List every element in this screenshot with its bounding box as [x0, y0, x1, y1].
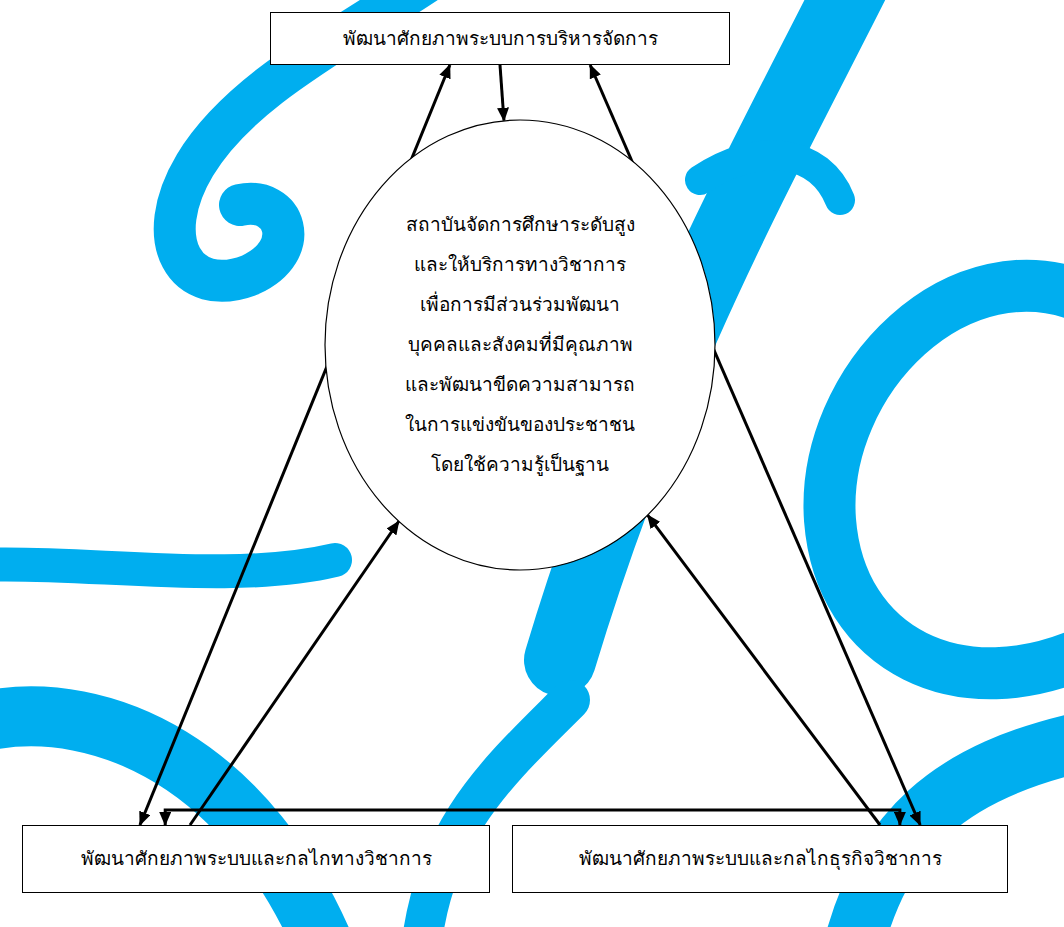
process-box: พัฒนาศักยภาพระบบการบริหารจัดการ: [270, 12, 730, 65]
text-line: และพัฒนาขีดความสามารถ: [405, 365, 635, 405]
connector-arrow: [165, 810, 900, 825]
text-line: และให้บริการทางวิชาการ: [405, 245, 635, 285]
text-line: สถาบันจัดการศึกษาระดับสูง: [405, 205, 635, 245]
text-line: บุคคลและสังคมที่มีคุณภาพ: [405, 325, 635, 365]
core-ellipse: สถาบันจัดการศึกษาระดับสูง และให้บริการทา…: [325, 120, 715, 570]
ellipse-shape: [325, 120, 715, 570]
watermark-swirl: [700, 155, 840, 200]
connector-arrow: [500, 65, 504, 121]
process-box: พัฒนาศักยภาพระบบและกลไกธุรกิจวิชาการ: [512, 825, 1008, 893]
connector-arrow: [648, 515, 880, 825]
text-line: ในการแข่งขันของประชาชน: [405, 405, 635, 445]
box-label: พัฒนาศักยภาพระบบการบริหารจัดการ: [343, 26, 658, 52]
mission-text: สถาบันจัดการศึกษาระดับสูง และให้บริการทา…: [405, 205, 635, 485]
text-line: โดยใช้ความรู้เป็นฐาน: [405, 445, 635, 485]
text-line: เพื่อการมีส่วนร่วมพัฒนา: [405, 285, 635, 325]
box-label: พัฒนาศักยภาพระบบและกลไกธุรกิจวิชาการ: [579, 846, 942, 872]
watermark-swirl: [0, 560, 335, 571]
box-label: พัฒนาศักยภาพระบบและกลไกทางวิชาการ: [81, 846, 432, 872]
connector-arrow: [190, 521, 399, 825]
watermark-swirl: [829, 286, 1064, 674]
process-box: พัฒนาศักยภาพระบบและกลไกทางวิชาการ: [22, 825, 490, 893]
